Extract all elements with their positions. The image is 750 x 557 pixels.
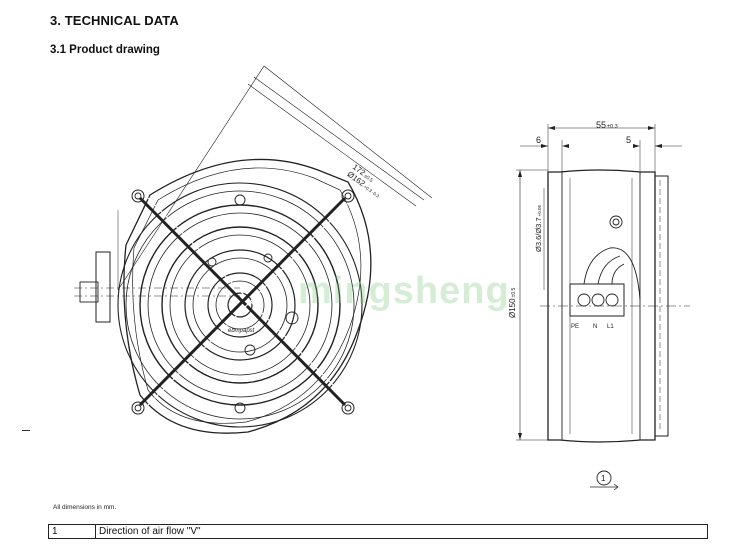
legend-row: 1 Direction of air flow "V" bbox=[48, 524, 708, 539]
legend-number: 1 bbox=[48, 524, 96, 539]
watermark: mingsheng bbox=[298, 270, 510, 312]
dim-left: 6 bbox=[536, 135, 541, 145]
terminal-label-n: N bbox=[593, 324, 597, 330]
front-view bbox=[74, 65, 433, 434]
callout-number: 1 bbox=[601, 474, 606, 483]
section-title: 3. TECHNICAL DATA bbox=[50, 13, 179, 28]
dim-width: 55±0.3 bbox=[596, 120, 618, 130]
brand-logo: ebmpapst bbox=[228, 328, 255, 334]
subsection-title: 3.1 Product drawing bbox=[50, 44, 160, 56]
dim-hole: Ø3.6/Ø3.7+0.05 bbox=[534, 205, 543, 252]
product-drawing: 55±0.3 6 5 Ø150±0.5 Ø3.6/Ø3.7+0.05 172±0… bbox=[74, 65, 690, 491]
dim-right: 5 bbox=[626, 135, 631, 145]
terminal-label-l1: L1 bbox=[607, 324, 614, 330]
margin-mark bbox=[22, 430, 30, 431]
legend-text: Direction of air flow "V" bbox=[95, 524, 708, 539]
terminal-label-pe: PE bbox=[571, 324, 579, 330]
dimensions-note: All dimensions in mm. bbox=[53, 504, 117, 511]
legend-table: 1 Direction of air flow "V" bbox=[48, 524, 708, 539]
dim-diameter: Ø150±0.5 bbox=[508, 288, 517, 318]
side-view bbox=[516, 124, 690, 491]
